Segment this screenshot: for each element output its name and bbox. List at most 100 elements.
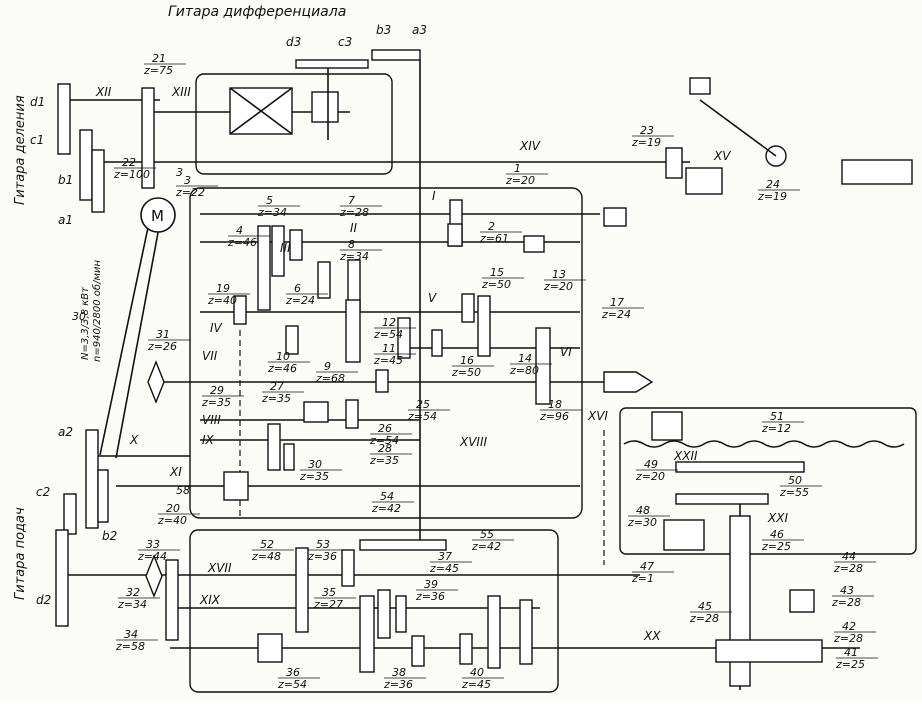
gear-35 <box>359 595 375 673</box>
lead-label-3: 3 <box>176 166 183 179</box>
gear-teeth-10: z=46 <box>267 362 297 375</box>
gear-teeth-14: z=80 <box>509 364 539 377</box>
gear-40 <box>459 633 473 665</box>
shaft-label-xxii: XXII <box>673 449 698 463</box>
gear-number-55: 55 <box>480 528 494 541</box>
gear-52 <box>295 547 309 633</box>
gear-39 <box>395 595 407 633</box>
gear-number-44: 44 <box>842 550 856 563</box>
differential-cross-b <box>229 87 293 135</box>
gear-teeth-13: z=20 <box>543 280 573 293</box>
gear-number-49: 49 <box>644 458 658 471</box>
gear-number-1: 1 <box>514 162 521 175</box>
gear-c2 <box>63 493 77 535</box>
worm-table-wave <box>623 440 905 448</box>
gear-number-22: 22 <box>122 156 136 169</box>
gear-number-15: 15 <box>490 266 504 279</box>
change-gear-label-d1: d1 <box>30 95 45 109</box>
change-gear-label-c3: c3 <box>338 35 352 49</box>
gear-teeth-52: z=48 <box>251 550 281 563</box>
gear-group-right-2 <box>519 599 533 665</box>
shaft-label-i: I <box>432 189 436 203</box>
gear-number-25: 25 <box>416 398 430 411</box>
gear-teeth-48: z=30 <box>627 516 657 529</box>
shaft-label-xv: XV <box>713 149 731 163</box>
gear-number-30: 30 <box>308 458 322 471</box>
table-drive-housing <box>619 407 917 555</box>
change-gear-label-a3: a3 <box>412 23 427 37</box>
gear-number-48: 48 <box>636 504 650 517</box>
shaft-label-ii: II <box>350 221 358 235</box>
change-gear-label-b2: b2 <box>102 529 117 543</box>
gear-number-46: 46 <box>770 528 784 541</box>
shaft-label-iv: IV <box>210 321 223 335</box>
shaft-label-xiii: XIII <box>171 85 191 99</box>
gear-7 <box>289 229 303 261</box>
gear-number-51: 51 <box>770 410 784 423</box>
shaft-label-xviii: XVIII <box>459 435 488 449</box>
gear-teeth-3: z=22 <box>175 186 205 199</box>
gear-number-3: 3 <box>184 174 191 187</box>
gear-43-block <box>789 589 815 613</box>
gear-6 <box>317 261 331 299</box>
gear-number-23: 23 <box>640 124 654 137</box>
gear-teeth-42: z=28 <box>833 632 863 645</box>
gear-21 <box>141 87 155 189</box>
worm-block-47 <box>663 519 705 551</box>
motor-icon <box>140 197 176 233</box>
gear-number-17: 17 <box>610 296 624 309</box>
gear-number-32: 32 <box>126 586 140 599</box>
gear-teeth-16: z=50 <box>451 366 481 379</box>
gear-teeth-7: z=28 <box>339 206 369 219</box>
gear-number-43: 43 <box>840 584 854 597</box>
gear-teeth-6: z=24 <box>285 294 315 307</box>
differential-gear-d3-c3 <box>295 59 369 69</box>
shaft-label-viii: VIII <box>202 413 221 427</box>
gear-number-26: 26 <box>378 422 392 435</box>
hob-head-23 <box>665 147 683 179</box>
gear-b1 <box>79 129 93 201</box>
gear-number-33: 33 <box>146 538 160 551</box>
gear-teeth-36: z=54 <box>277 678 307 691</box>
gear-26 <box>345 399 359 429</box>
gear-number-42: 42 <box>842 620 856 633</box>
shaft-label-xvi: XVI <box>587 409 608 423</box>
gear-number-53: 53 <box>316 538 330 551</box>
gear-30 <box>283 443 295 471</box>
label-30: 30 <box>72 310 86 323</box>
gear-teeth-54: z=42 <box>371 502 401 515</box>
change-gear-label-d3: d3 <box>286 35 301 49</box>
differential-housing <box>195 73 393 175</box>
hob-arm <box>699 99 777 157</box>
gear-number-27: 27 <box>270 380 284 393</box>
gear-teeth-2: z=61 <box>479 232 509 245</box>
change-gear-label-a1: a1 <box>58 213 73 227</box>
gear-number-52: 52 <box>260 538 274 551</box>
gear-number-41: 41 <box>844 646 858 659</box>
change-gear-label-a2: a2 <box>58 425 73 439</box>
label-layer: 1z=202z=613z=224z=465z=346z=247z=288z=34… <box>30 23 878 691</box>
gear-10 <box>285 325 299 355</box>
gear-teeth-30: z=35 <box>299 470 329 483</box>
gear-41-barrel <box>715 639 823 663</box>
gear-number-31: 31 <box>156 328 170 341</box>
differential-right-block <box>311 91 339 123</box>
gear-number-10: 10 <box>276 350 290 363</box>
gear-teeth-45: z=28 <box>689 612 719 625</box>
gear-number-34: 34 <box>124 628 138 641</box>
gear-17-18 <box>535 327 551 405</box>
gear-teeth-17: z=24 <box>601 308 631 321</box>
brake-box-mid <box>523 235 545 253</box>
hob-slide <box>841 159 913 185</box>
shaft-label-iii: III <box>280 241 291 255</box>
change-gear-label-c1: c1 <box>30 133 44 147</box>
feed-box-housing <box>189 529 559 693</box>
gear-15 <box>461 293 475 323</box>
gear-number-12: 12 <box>382 316 396 329</box>
change-gear-label-c2: c2 <box>36 485 50 499</box>
gear-teeth-4: z=46 <box>227 236 257 249</box>
gear-number-54: 54 <box>380 490 394 503</box>
gear-teeth-25: z=54 <box>407 410 437 423</box>
change-gear-label-b3: b3 <box>376 23 391 37</box>
label-58: 58 <box>176 484 190 497</box>
